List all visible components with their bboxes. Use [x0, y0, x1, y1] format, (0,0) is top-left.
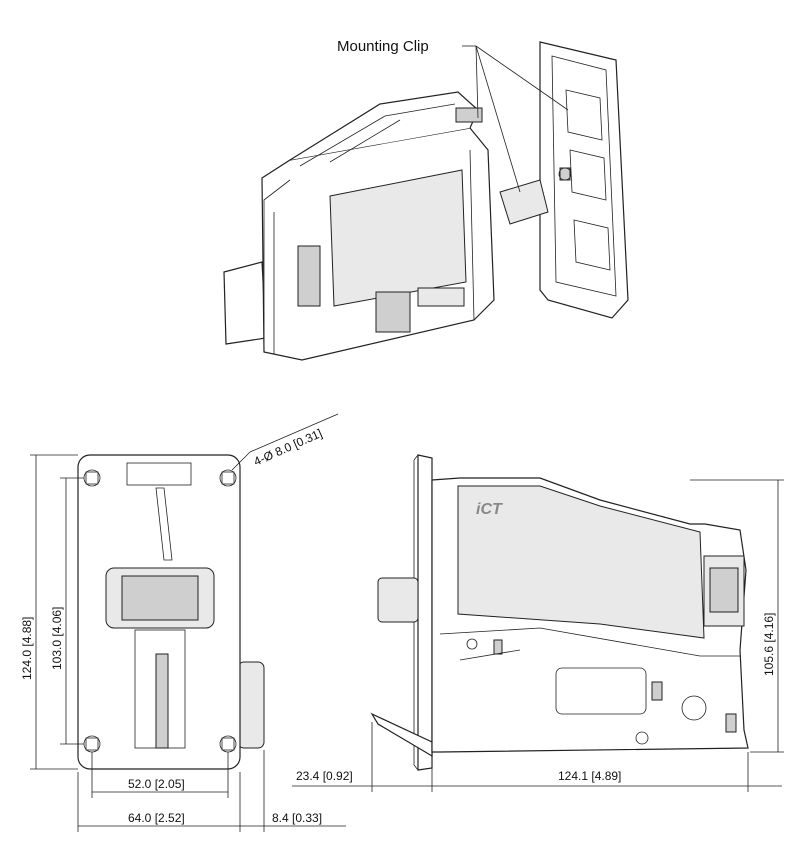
bezel-depth-label: 8.4 [0.33] [272, 811, 322, 825]
ict-logo: iCT [476, 501, 503, 518]
front-protrusion-label: 23.4 [0.92] [296, 769, 353, 783]
isometric-view [223, 91, 495, 361]
width-outer-label: 64.0 [2.52] [128, 811, 185, 825]
mounting-clip-leaders [462, 45, 569, 193]
mounting-clip-label: Mounting Clip [337, 38, 429, 55]
height-outer-label: 124.0 [4.88] [20, 617, 34, 680]
side-dimensions [292, 479, 784, 792]
hole-dimension-label: 4-Ø 8.0 [0.31] [252, 426, 325, 469]
body-height-label: 105.6 [4.16] [762, 613, 776, 676]
side-view: iCT [370, 454, 749, 771]
front-view [77, 454, 265, 770]
body-length-label: 124.1 [4.89] [558, 769, 621, 783]
front-dimensions [30, 413, 346, 832]
mounting-plate [499, 41, 629, 319]
width-inner-label: 52.0 [2.05] [128, 777, 185, 791]
height-inner-label: 103.0 [4.06] [50, 607, 64, 670]
